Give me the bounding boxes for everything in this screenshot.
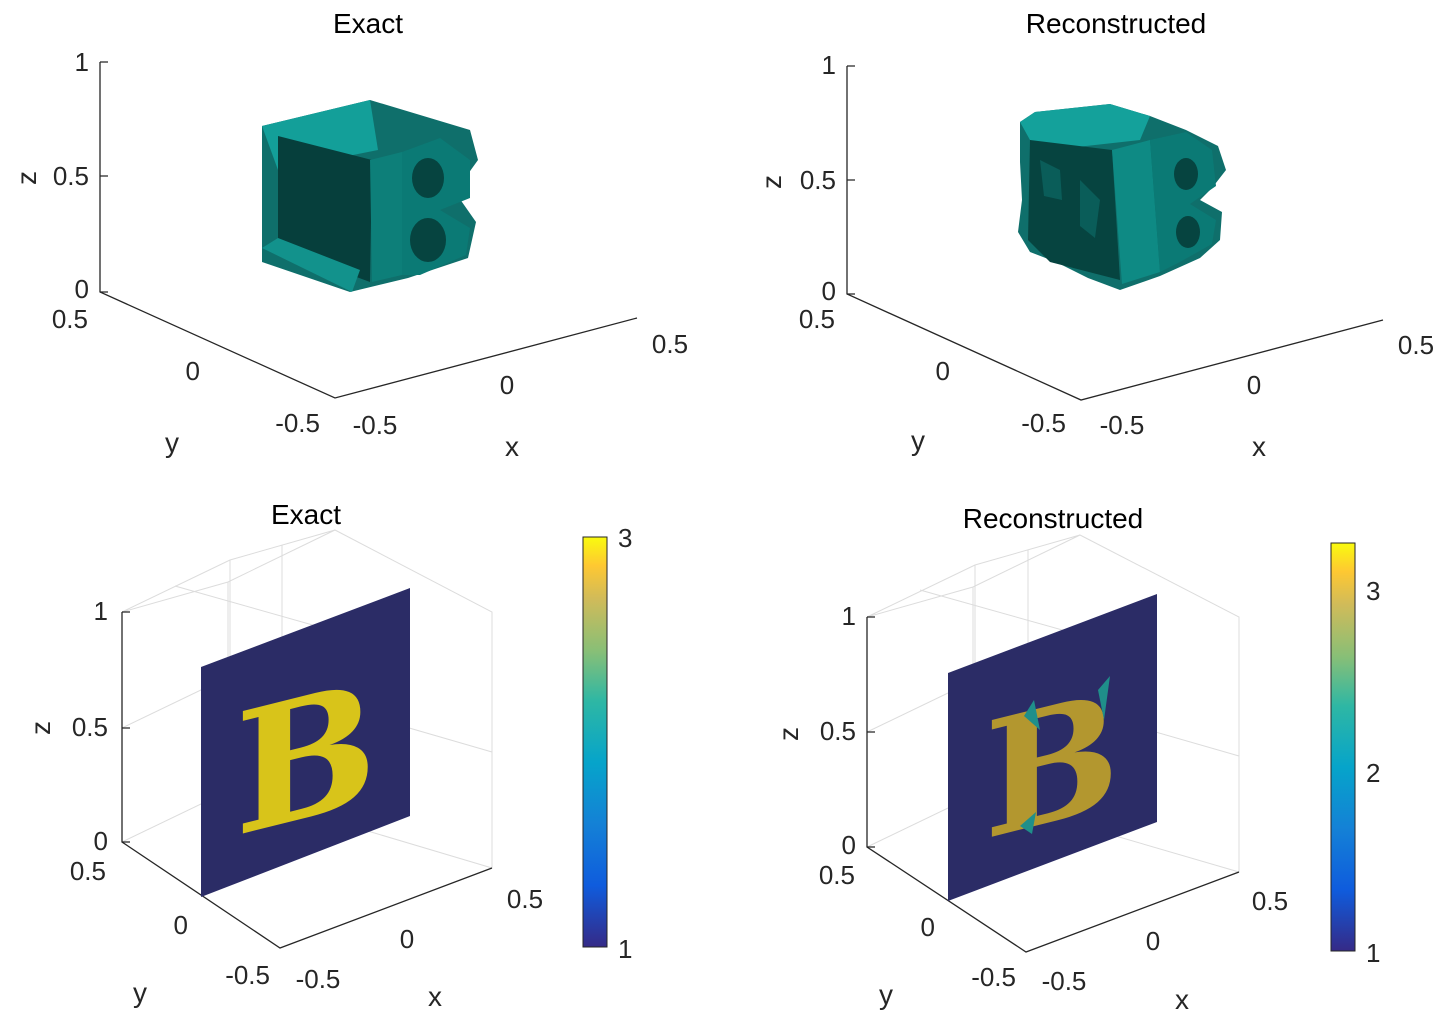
panel-reconstructed-surface: Reconstructed 1 0.5 0 z 0.5 0 -0.5 y -0.… — [756, 8, 1434, 462]
z-tick-label: 0 — [842, 830, 856, 860]
z-ticks — [867, 616, 875, 848]
z-tick-label: 0 — [822, 276, 836, 306]
z-tick-label: 1 — [75, 47, 89, 77]
x-tick-label: 0.5 — [1398, 330, 1434, 360]
z-tick-label: 0.5 — [53, 161, 89, 191]
chart-title: Exact — [271, 499, 341, 530]
colorbar-tick-label: 3 — [618, 523, 632, 553]
y-axis-label: y — [133, 977, 147, 1008]
z-tick-label: 0.5 — [72, 712, 108, 742]
slice-plane: B — [201, 588, 410, 897]
colorbar-tick-label: 2 — [1366, 758, 1380, 788]
y-axis-label: y — [879, 979, 893, 1010]
z-ticks — [122, 611, 130, 843]
y-tick-label: 0 — [174, 910, 188, 940]
y-tick-label: 0 — [186, 356, 200, 386]
x-tick-label: -0.5 — [353, 410, 398, 440]
colorbar-tick-label: 1 — [618, 934, 632, 964]
y-tick-label: -0.5 — [971, 962, 1016, 992]
axis-lines — [99, 62, 638, 399]
z-axis-label: z — [11, 171, 42, 185]
reconstructed-b-surface — [1018, 104, 1226, 290]
z-axis-label: z — [25, 721, 56, 735]
x-tick-label: 0 — [1146, 926, 1160, 956]
z-axis-label: z — [756, 175, 787, 189]
z-ticks — [100, 61, 108, 293]
z-ticks — [847, 65, 855, 295]
z-tick-label: 1 — [822, 50, 836, 80]
x-tick-label: -0.5 — [296, 964, 341, 994]
slice-plane: B — [948, 594, 1157, 901]
x-axis-label: x — [428, 981, 442, 1012]
colorbar: 3 1 — [582, 523, 632, 964]
y-tick-label: 0 — [936, 356, 950, 386]
panel-reconstructed-slice: Reconstructed 1 0.5 0 z 0.5 0 -0.5 y -0.… — [773, 503, 1380, 1015]
z-tick-label: 0 — [75, 274, 89, 304]
z-axis-label: z — [773, 727, 804, 741]
y-tick-label: -0.5 — [1021, 408, 1066, 438]
y-tick-label: -0.5 — [225, 960, 270, 990]
z-tick-label: 0.5 — [800, 165, 836, 195]
colorbar-tick-label: 1 — [1366, 938, 1380, 968]
y-tick-label: 0 — [921, 912, 935, 942]
letter-b-surface — [262, 100, 478, 292]
panel-exact-slice: Exact 1 0.5 0 z 0.5 0 -0.5 y -0.5 0 0.5 … — [25, 499, 632, 1012]
x-tick-label: 0 — [400, 924, 414, 954]
y-axis-label: y — [165, 427, 179, 458]
panel-exact-surface: Exact 1 0.5 0 z 0.5 0 -0.5 y -0.5 0 0.5 … — [11, 8, 688, 462]
x-axis-label: x — [1175, 984, 1189, 1015]
x-tick-label: 0 — [1247, 370, 1261, 400]
y-tick-label: 0.5 — [70, 856, 106, 886]
x-tick-label: 0.5 — [507, 884, 543, 914]
y-tick-label: 0.5 — [819, 860, 855, 890]
x-axis-label: x — [505, 431, 519, 462]
x-tick-label: 0.5 — [652, 329, 688, 359]
x-tick-label: -0.5 — [1042, 966, 1087, 996]
chart-title: Reconstructed — [963, 503, 1144, 534]
x-tick-label: 0.5 — [1252, 886, 1288, 916]
z-tick-label: 1 — [94, 596, 108, 626]
letter-b: B — [235, 643, 377, 875]
y-tick-label: 0.5 — [799, 304, 835, 334]
y-axis-label: y — [911, 425, 925, 456]
colorbar-tick-label: 3 — [1366, 576, 1380, 606]
letter-b: B — [984, 655, 1119, 877]
z-tick-label: 1 — [842, 601, 856, 631]
colorbar: 3 2 1 — [1330, 542, 1380, 968]
x-axis-label: x — [1252, 431, 1266, 462]
y-tick-label: 0.5 — [52, 304, 88, 334]
chart-title: Exact — [333, 8, 403, 39]
chart-title: Reconstructed — [1026, 8, 1207, 39]
x-tick-label: 0 — [500, 370, 514, 400]
z-tick-label: 0 — [94, 826, 108, 856]
x-tick-label: -0.5 — [1100, 410, 1145, 440]
z-tick-label: 0.5 — [820, 716, 856, 746]
y-tick-label: -0.5 — [275, 408, 320, 438]
